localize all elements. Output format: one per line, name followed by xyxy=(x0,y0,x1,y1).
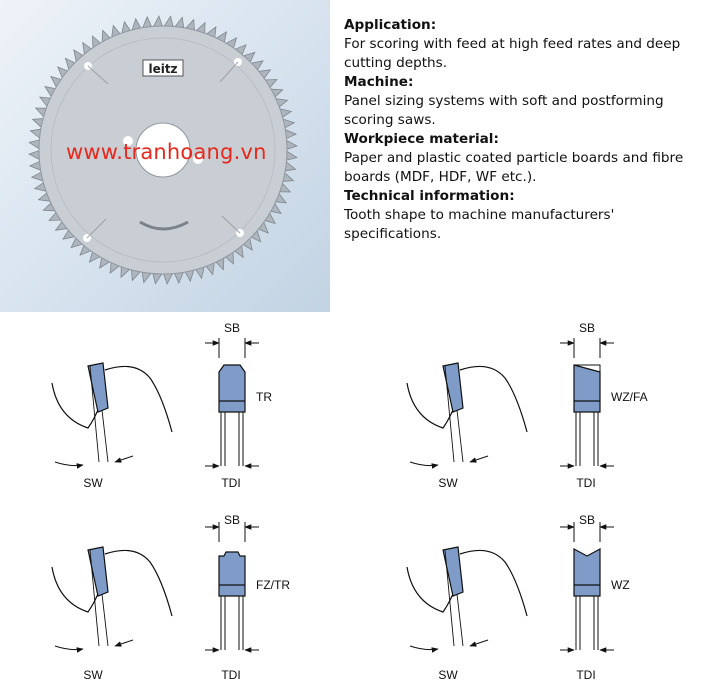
saw-blade-illustration: leitz xyxy=(28,15,298,285)
tooth-front-view: SB TDI WZ xyxy=(560,513,630,682)
workpiece-heading: Workpiece material: xyxy=(344,131,499,147)
tooth-front-view: SB TDI FZ/TR xyxy=(205,513,290,682)
diagram-wz: SW SB TDI WZ xyxy=(406,513,630,682)
sb-label: SB xyxy=(579,321,595,335)
sw-label: SW xyxy=(83,668,103,682)
diagram-fz-tr: SW SB TDI FZ/TR xyxy=(51,513,290,682)
sb-label: SB xyxy=(579,513,595,527)
watermark-text: www.tranhoang.vn xyxy=(66,140,267,164)
brand-logo: leitz xyxy=(148,62,177,76)
saw-blade-photo: leitz www.tranhoang.vn xyxy=(0,0,330,312)
blade-side-view: SW xyxy=(51,546,173,682)
sw-label: SW xyxy=(438,476,458,490)
machine-text: Panel sizing systems with soft and postf… xyxy=(344,93,664,128)
blade-side-view: SW xyxy=(51,362,173,490)
sb-label: SB xyxy=(224,513,240,527)
tooth-type-label: WZ xyxy=(611,578,630,592)
sw-label: SW xyxy=(83,476,103,490)
technical-heading: Technical information: xyxy=(344,188,515,204)
application-heading: Application: xyxy=(344,17,437,33)
spec-text: Application: For scoring with feed at hi… xyxy=(344,16,706,244)
blade-side-view: SW xyxy=(406,362,528,490)
sb-label: SB xyxy=(224,321,240,335)
blade-side-view: SW xyxy=(406,546,528,682)
sw-label: SW xyxy=(438,668,458,682)
tooth-type-label: FZ/TR xyxy=(256,578,290,592)
tdi-label: TDI xyxy=(576,476,595,490)
machine-heading: Machine: xyxy=(344,74,414,90)
diagram-tr: SW SB TDI TR xyxy=(51,321,272,490)
application-text: For scoring with feed at high feed rates… xyxy=(344,36,681,71)
tdi-label: TDI xyxy=(576,668,595,682)
tooth-type-label: WZ/FA xyxy=(611,390,648,404)
tdi-label: TDI xyxy=(221,668,240,682)
workpiece-text: Paper and plastic coated particle boards… xyxy=(344,150,684,185)
tooth-front-view: SB TDI WZ/FA xyxy=(560,321,648,490)
tdi-label: TDI xyxy=(221,476,240,490)
tooth-front-view: SB TDI TR xyxy=(205,321,272,490)
diagram-wz-fa: SW SB TDI WZ/FA xyxy=(406,321,648,490)
tooth-type-label: TR xyxy=(256,390,272,404)
technical-text: Tooth shape to machine manufacturers' sp… xyxy=(344,207,615,242)
